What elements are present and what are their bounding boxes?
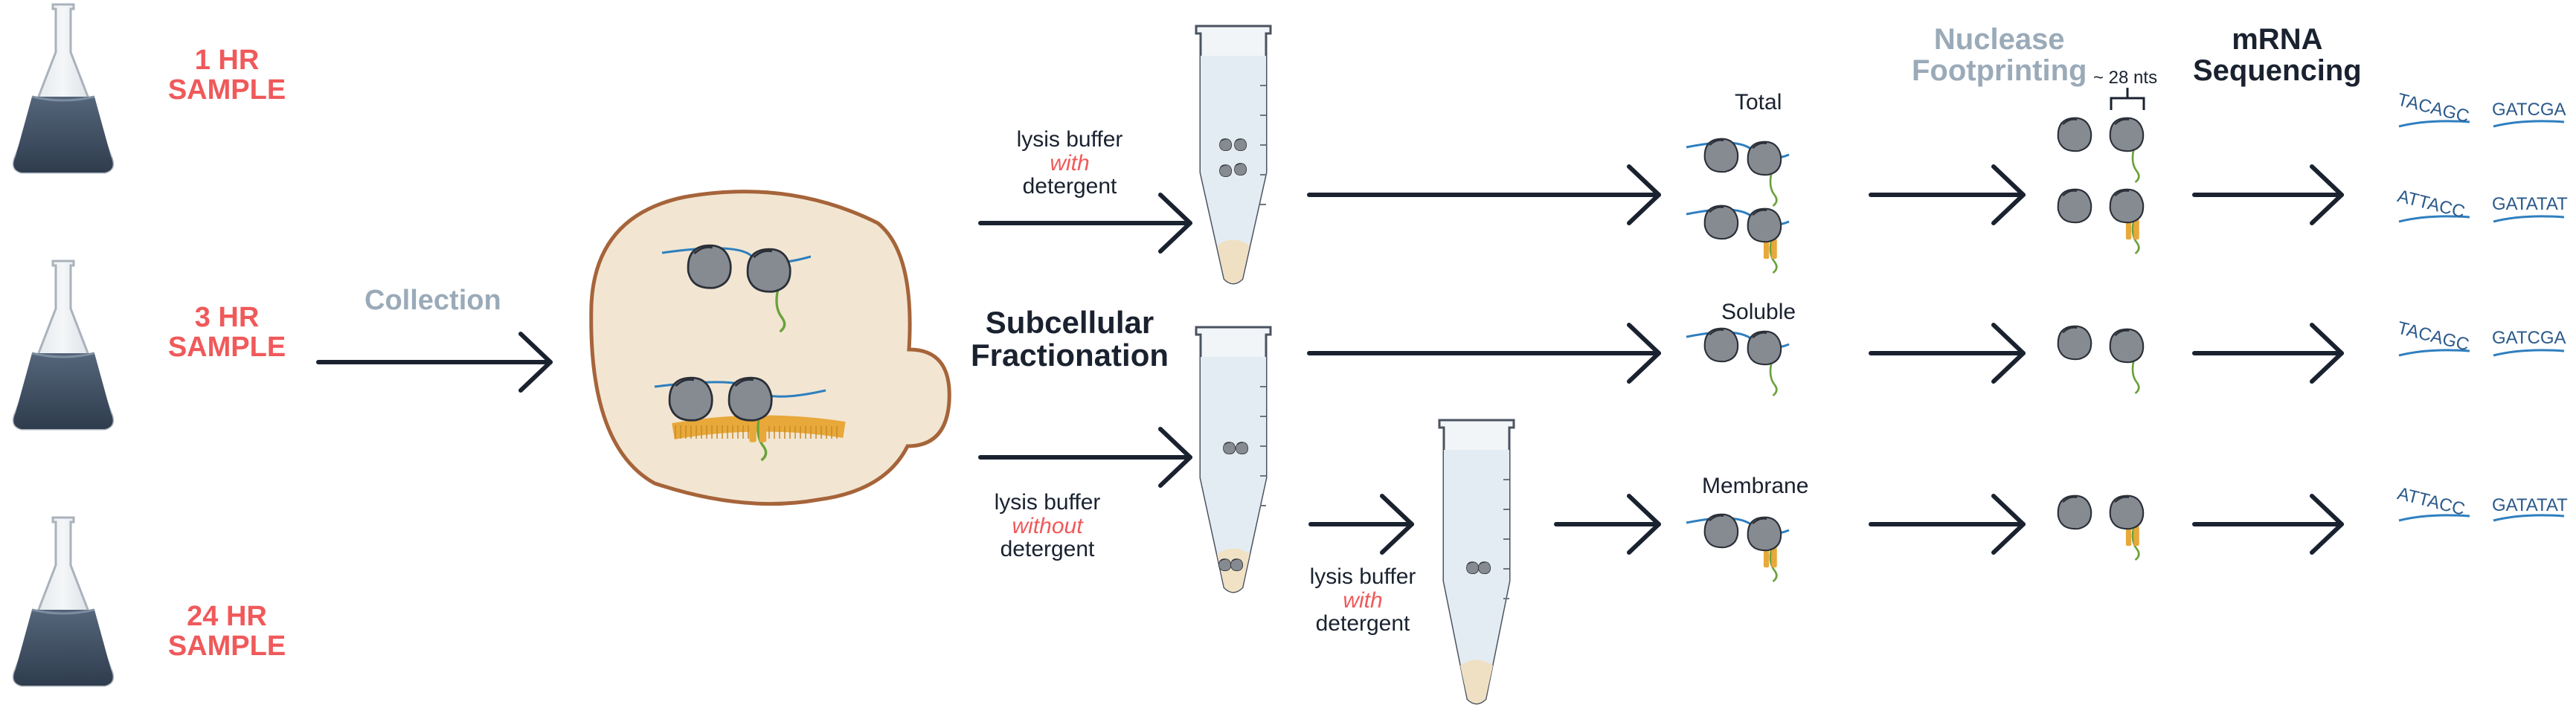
ribosome-icon <box>2057 494 2092 530</box>
ribosome-icon <box>1478 561 1491 575</box>
seq-r2-b: GATATAT <box>2492 194 2568 214</box>
ribosome-icon <box>1234 138 1247 152</box>
ribosome-icon <box>1703 327 1739 363</box>
flask-icon <box>12 3 115 174</box>
ribosome-icon <box>668 376 713 422</box>
sample-label-3hr: 3 HR SAMPLE <box>167 302 286 363</box>
arrow-to-tube-with <box>978 193 1192 254</box>
arrow-total-seq <box>2192 164 2344 225</box>
arrow-soluble-footprint <box>1869 323 2026 384</box>
sample-label-24hr: 24 HR SAMPLE <box>167 601 286 662</box>
ribosome-icon <box>2109 494 2145 561</box>
ribosome-icon <box>2057 325 2092 361</box>
ribosome-icon <box>1219 164 1233 178</box>
collection-arrow <box>316 332 553 393</box>
fraction-total-label: Total <box>1735 90 1782 115</box>
ribosome-icon <box>1703 204 1739 240</box>
flask-icon <box>12 260 115 431</box>
ribosome-icon <box>1747 330 1782 397</box>
sequence-read-line <box>2493 514 2565 522</box>
ribosome-icon <box>746 248 791 333</box>
sequence-read-line <box>2493 349 2565 357</box>
arrow-membrane-seq <box>2192 494 2344 555</box>
flask-icon <box>12 516 115 687</box>
fraction-soluble-label: Soluble <box>1721 300 1796 324</box>
ribosome-icon <box>1234 163 1247 176</box>
arrow-pellet-to-tube <box>1308 494 1414 555</box>
arrow-total-to-fraction <box>1307 164 1661 225</box>
ribosome-icon <box>1466 561 1480 575</box>
ribosome-icon <box>1703 138 1739 173</box>
ribosome-icon <box>1747 516 1782 583</box>
sequence-read-line <box>2398 215 2470 223</box>
ribosome-icon <box>687 244 732 289</box>
sequence-read-line <box>2398 120 2470 128</box>
collection-label: Collection <box>364 285 501 316</box>
ribosome-icon <box>1223 442 1236 455</box>
arrow-total-footprint <box>1869 164 2026 225</box>
arrow-membrane-to-fraction <box>1554 494 1661 555</box>
sequence-read-line <box>2398 514 2470 522</box>
cell-icon <box>589 190 951 506</box>
ribosome-icon <box>1747 141 1782 207</box>
sequence-read-line <box>2493 120 2565 128</box>
fraction-membrane-label: Membrane <box>1702 474 1809 498</box>
arrow-soluble-to-fraction <box>1307 323 1661 384</box>
seq-r4-b: GATATAT <box>2492 495 2568 515</box>
sequence-read-line <box>2398 349 2470 357</box>
tube-fractionation <box>1195 326 1272 593</box>
mrna-sequencing-label: mRNA Sequencing <box>2193 23 2362 87</box>
arrow-to-tube-without <box>978 427 1192 488</box>
ribosome-icon <box>1230 558 1244 572</box>
ribosome-icon <box>1219 138 1233 152</box>
ribosome-icon <box>727 376 773 462</box>
sequence-read-line <box>2493 215 2565 223</box>
ribosome-icon <box>1236 442 1249 455</box>
arrow-soluble-seq <box>2192 323 2344 384</box>
subcellular-fractionation-label: Subcellular Fractionation <box>971 305 1169 373</box>
footprint-size-label: ~ 28 nts <box>2093 68 2158 88</box>
ribosome-icon <box>2057 117 2092 152</box>
ribosome-icon <box>2109 328 2145 395</box>
ribosome-icon <box>2109 188 2145 255</box>
seq-r3-b: GATCGA <box>2492 328 2566 348</box>
nuclease-footprinting-label: Nuclease Footprinting <box>1912 23 2087 87</box>
ribosome-icon <box>2109 117 2145 184</box>
ribosome-icon <box>1703 513 1739 549</box>
ribosome-icon <box>2057 188 2092 224</box>
arrow-membrane-footprint <box>1869 494 2026 555</box>
sample-label-1hr: 1 HR SAMPLE <box>167 45 286 106</box>
seq-r1-b: GATCGA <box>2492 100 2566 120</box>
tube-total-lysate <box>1195 25 1272 285</box>
ribosome-icon <box>1747 207 1782 274</box>
tube-membrane-lysate <box>1438 419 1515 705</box>
ribosome-icon <box>1218 558 1232 572</box>
footprint-bracket <box>2110 88 2145 110</box>
